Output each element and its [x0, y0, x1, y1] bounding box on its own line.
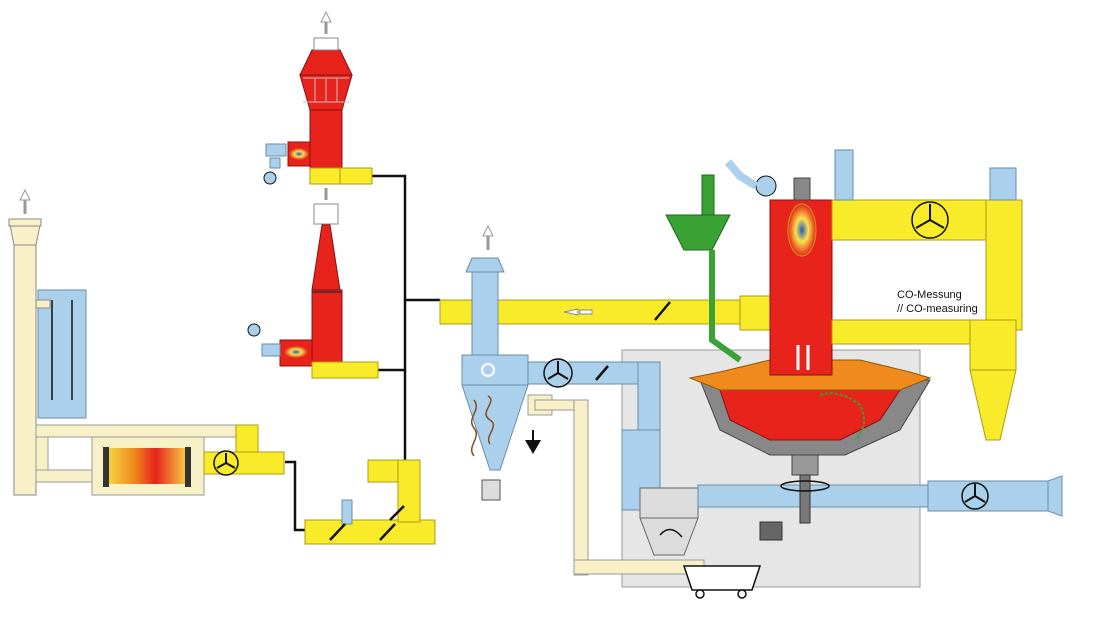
product-hopper — [639, 487, 762, 599]
air-heater — [91, 436, 205, 496]
heat-exchanger-left — [35, 289, 87, 419]
fan-right[interactable] — [911, 201, 949, 239]
grinding-mill — [688, 359, 932, 541]
bucket-elevator — [527, 394, 705, 576]
bottom-yellow-duct — [304, 459, 436, 545]
cyclone-left — [461, 224, 529, 501]
blue-duct-bottom — [697, 480, 1049, 512]
left-fan — [213, 450, 239, 476]
fan-cyclone[interactable] — [543, 358, 573, 388]
damper-icon[interactable] — [595, 365, 609, 381]
top-feed-fan[interactable] — [724, 159, 777, 197]
green-feed-hopper — [665, 174, 742, 363]
inlet-nozzle — [1047, 475, 1063, 517]
co-measurement-label: CO-Messung — [897, 289, 962, 301]
valve-icon[interactable] — [379, 523, 396, 541]
stack-blue-right — [989, 167, 1017, 201]
fan-bottom-right[interactable] — [961, 482, 989, 510]
valve-icon[interactable] — [389, 505, 405, 521]
right-yellow-duct — [831, 199, 1023, 441]
exhaust-stack-left — [8, 188, 42, 496]
co-measurement-label-en: // CO-measuring — [897, 303, 978, 315]
damper-icon[interactable] — [654, 301, 671, 321]
blue-feed-right — [834, 149, 854, 201]
central-riser — [769, 177, 833, 376]
stack-top — [263, 10, 373, 185]
valve-icon[interactable] — [329, 523, 346, 541]
stack-middle — [247, 188, 379, 379]
